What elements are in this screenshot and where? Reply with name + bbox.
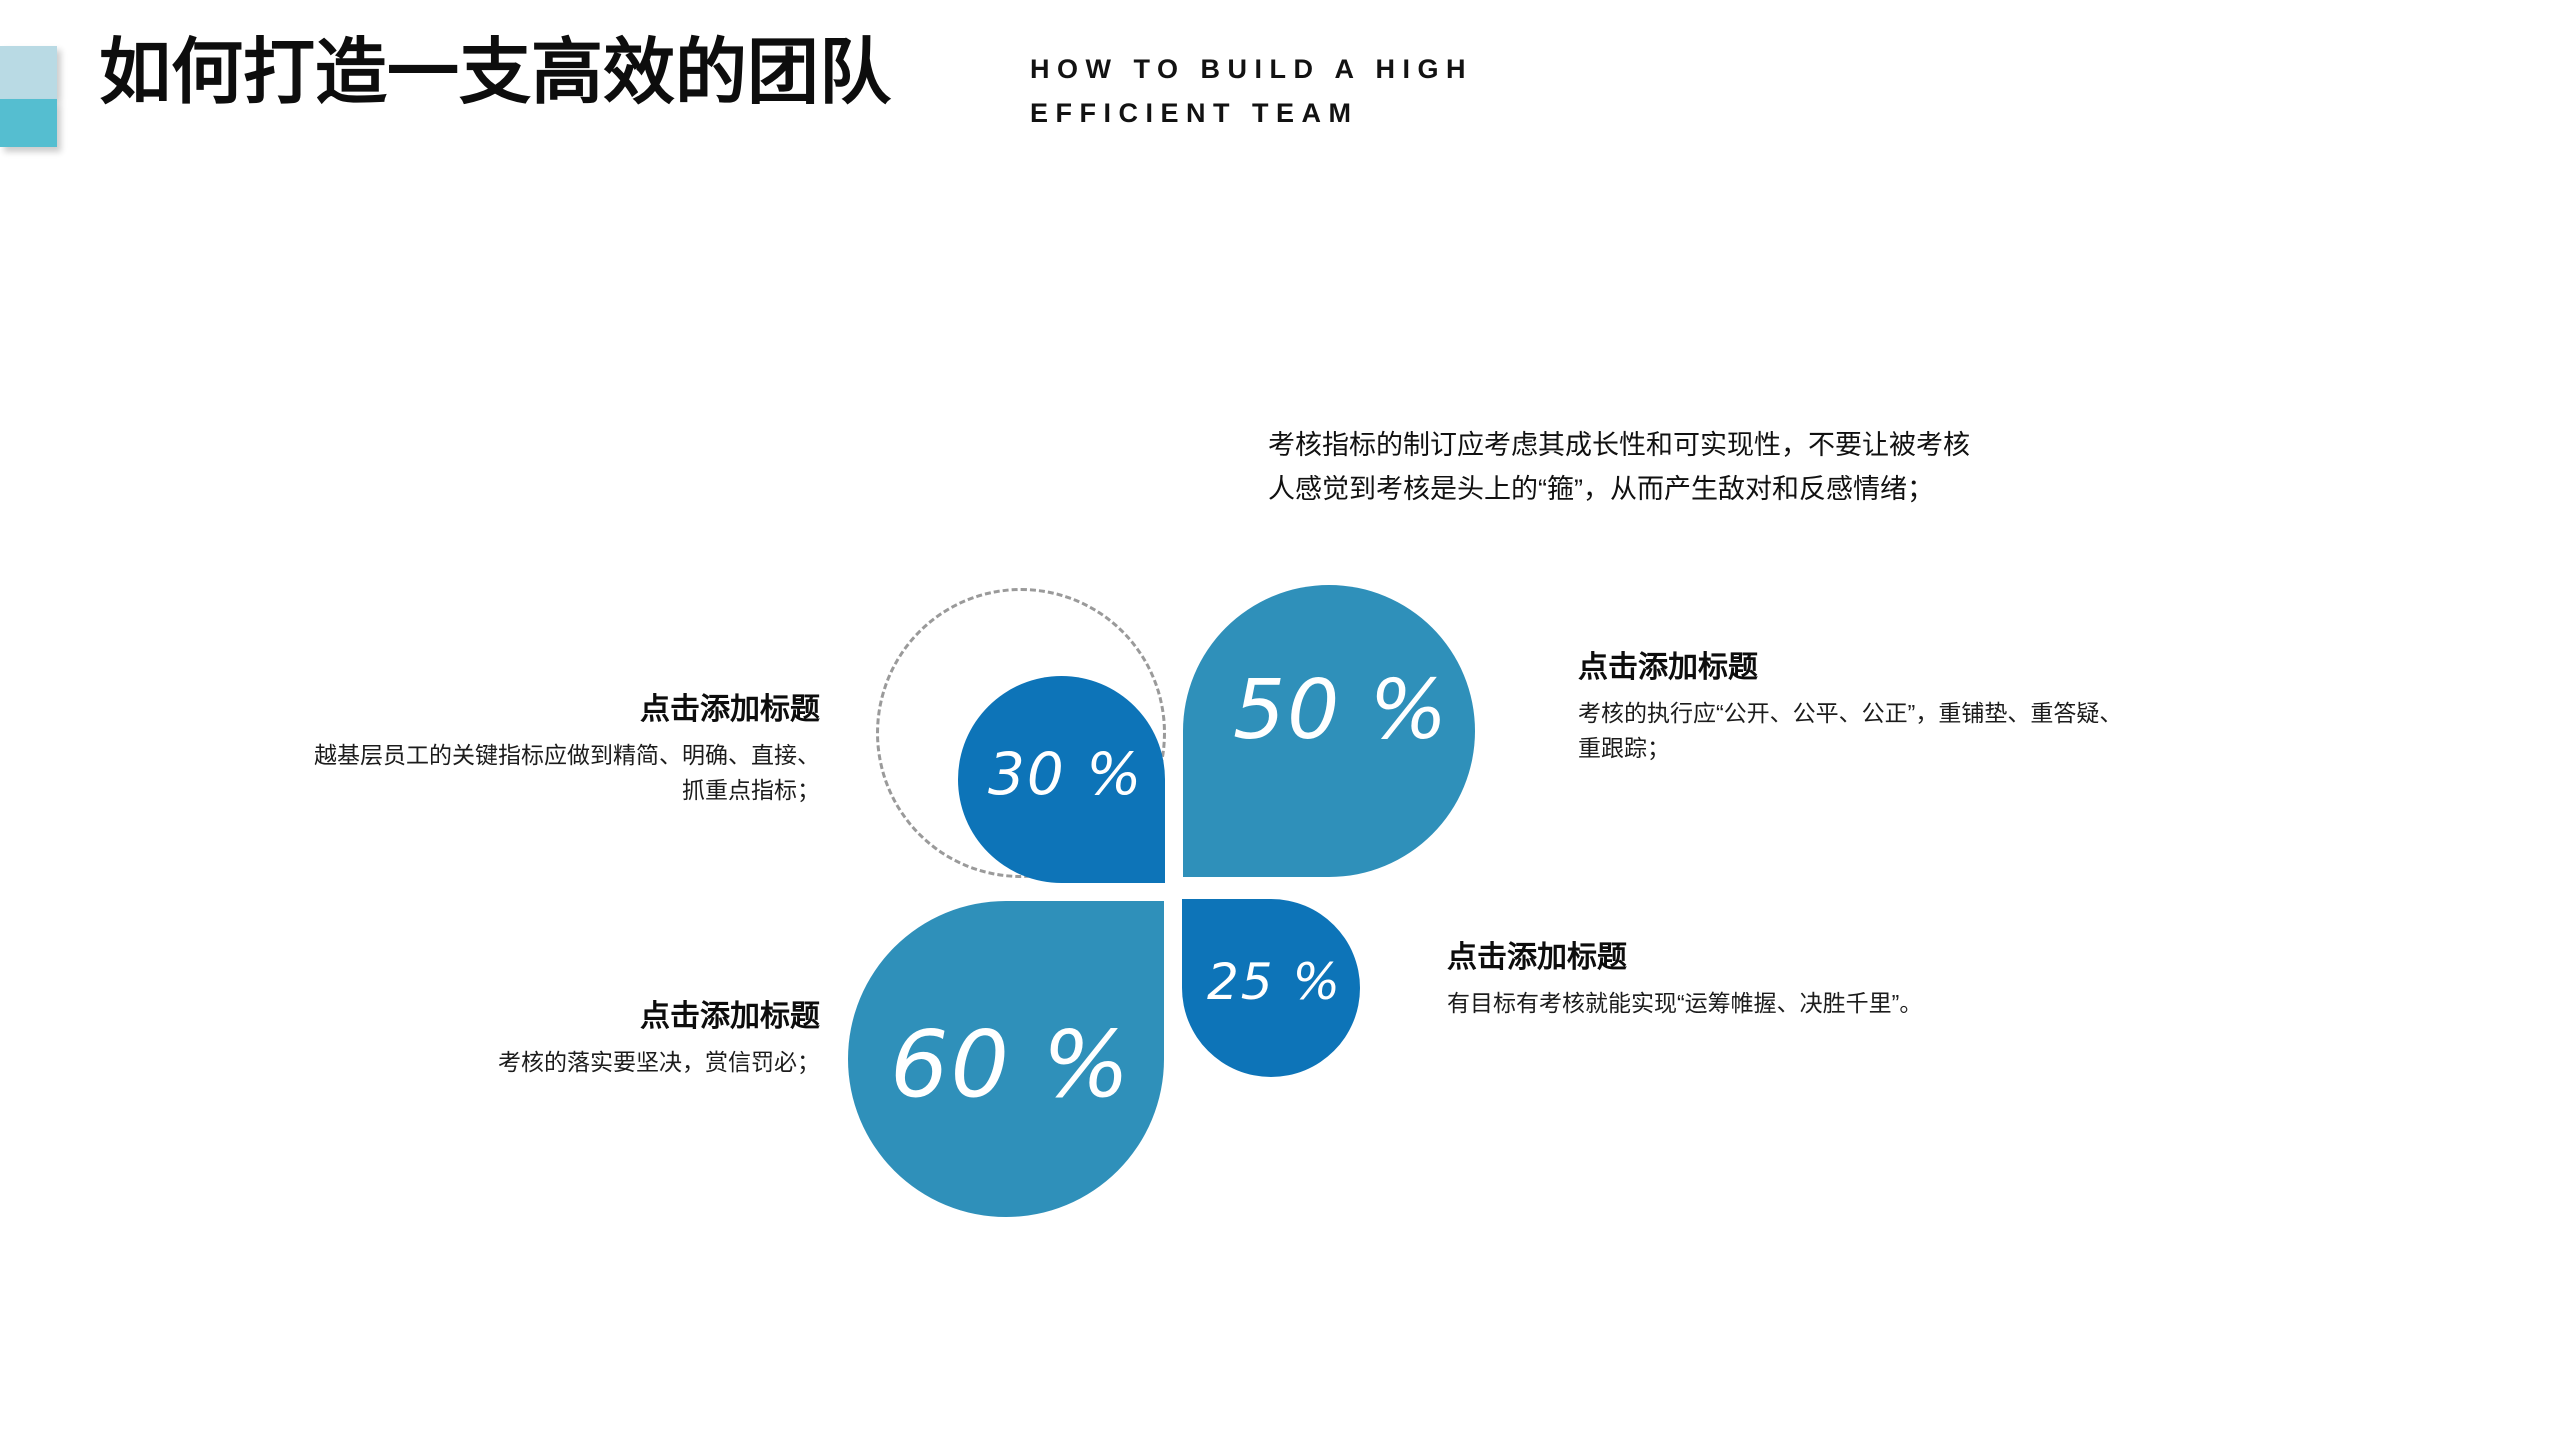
callout-left-top-title: 点击添加标题 <box>640 693 820 726</box>
callout-right-bottom-title: 点击添加标题 <box>1447 941 1627 974</box>
petal-30[interactable]: 30 % <box>958 676 1165 883</box>
accent-block-teal <box>0 99 57 147</box>
callout-left-bottom-title: 点击添加标题 <box>640 1000 820 1033</box>
callout-left-top[interactable]: 点击添加标题 越基层员工的关键指标应做到精简、明确、直接、 抓重点指标； <box>200 690 820 808</box>
petal-60[interactable]: 60 % <box>848 901 1164 1217</box>
page-title: 如何打造一支高效的团队 <box>99 33 892 113</box>
accent-block-light <box>0 46 57 99</box>
callout-right-top[interactable]: 点击添加标题 考核的执行应“公开、公平、公正”，重铺垫、重答疑、 重跟踪； <box>1578 648 2398 766</box>
callout-left-bottom-body: 考核的落实要坚决，赏信罚必； <box>498 1049 820 1075</box>
top-description-text: 考核指标的制订应考虑其成长性和可实现性，不要让被考核 人感觉到考核是头上的“箍”… <box>1268 430 1970 504</box>
petal-60-value: 60 % <box>890 1011 1132 1118</box>
petal-50[interactable]: 50 % <box>1183 585 1475 877</box>
callout-right-bottom[interactable]: 点击添加标题 有目标有考核就能实现“运筹帷握、决胜千里”。 <box>1447 938 2267 1021</box>
dashed-outline-circle <box>876 588 1166 878</box>
callout-right-bottom-body: 有目标有考核就能实现“运筹帷握、决胜千里”。 <box>1447 990 1923 1016</box>
petal-25[interactable]: 25 % <box>1182 899 1360 1077</box>
petal-25-value: 25 % <box>1207 953 1343 1011</box>
callout-right-top-body: 考核的执行应“公开、公平、公正”，重铺垫、重答疑、 重跟踪； <box>1578 700 2123 761</box>
callout-left-top-body: 越基层员工的关键指标应做到精简、明确、直接、 抓重点指标； <box>314 742 820 803</box>
callout-left-bottom[interactable]: 点击添加标题 考核的落实要坚决，赏信罚必； <box>200 997 820 1080</box>
petal-50-value: 50 % <box>1233 663 1450 758</box>
petal-30-value: 30 % <box>988 740 1144 808</box>
callout-right-top-title: 点击添加标题 <box>1578 651 1758 684</box>
page-subtitle-english: HOW TO BUILD A HIGH EFFICIENT TEAM <box>1030 54 1473 128</box>
